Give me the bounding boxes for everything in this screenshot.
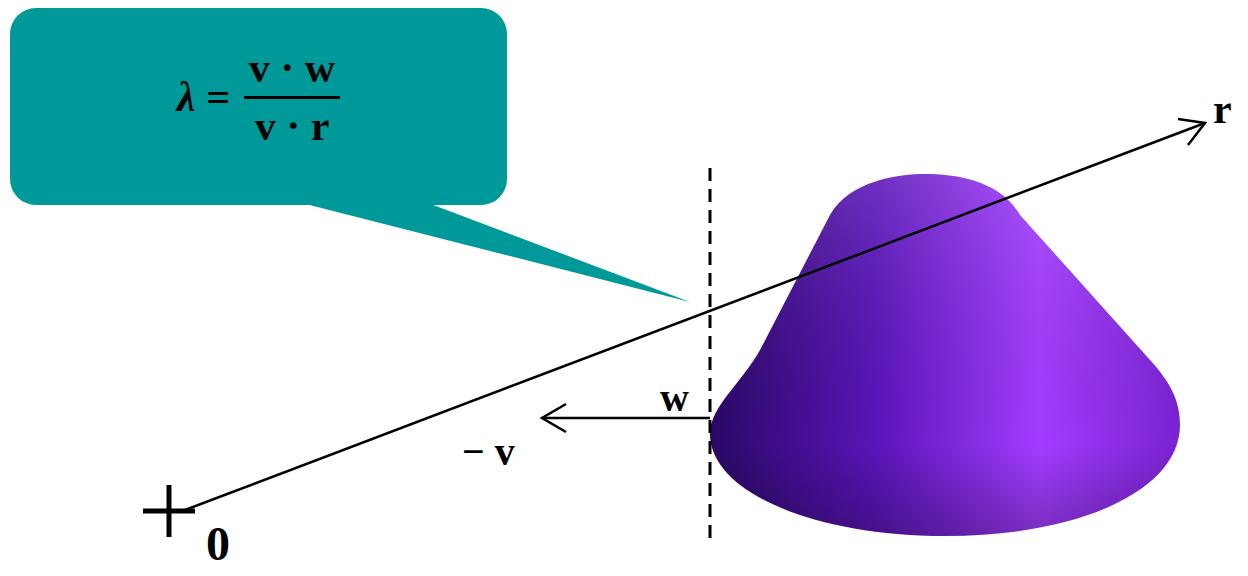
callout-tail <box>290 200 690 302</box>
vector-label: w <box>660 378 689 418</box>
formula-denominator: v · r <box>255 105 330 147</box>
formula-numerator: v · w <box>249 47 335 89</box>
arrow-head <box>1178 119 1205 145</box>
callout-box: λ = v · w v · r <box>10 8 507 205</box>
origin-cross <box>167 485 172 537</box>
cone-shading <box>710 174 1180 536</box>
dashed-plane <box>709 168 712 546</box>
vector-label: − v <box>462 432 515 472</box>
formula-lhs: λ = <box>177 76 230 118</box>
cone-solid <box>710 174 1180 536</box>
fraction-bar <box>244 96 340 99</box>
vector-label: r <box>1213 88 1232 130</box>
arrow-head <box>542 404 566 432</box>
origin-label: 0 <box>206 520 230 568</box>
